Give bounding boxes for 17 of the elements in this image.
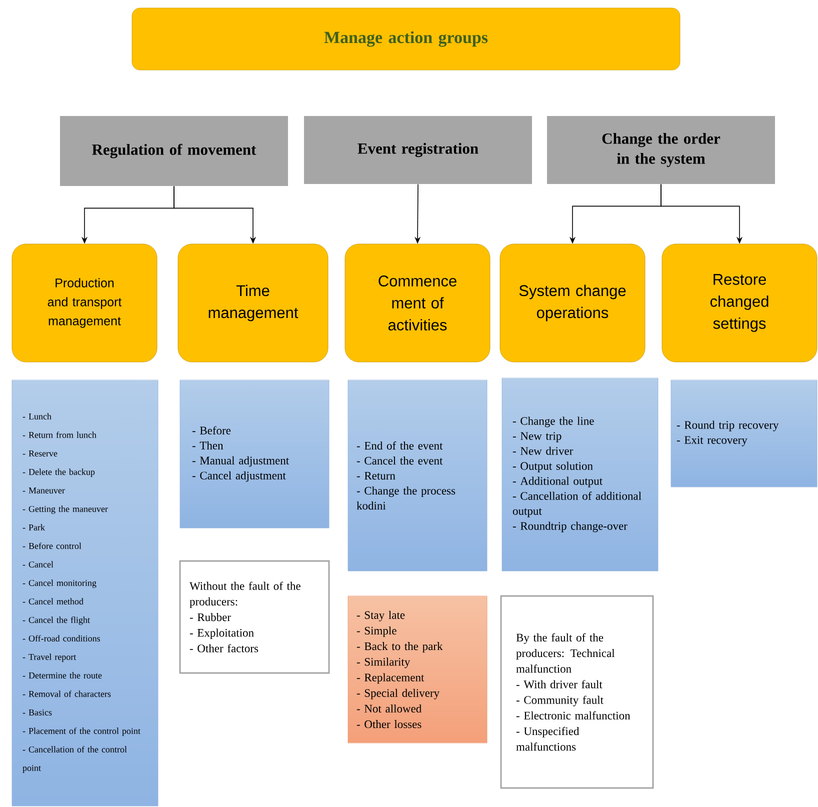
process-box: System change operations — [500, 244, 646, 362]
list-box: - Stay late - Simple - Back to the park - Similarity - Replacement - Special delivery - Not allowed - Other losses — [348, 596, 488, 744]
process-box: Time management — [178, 244, 328, 362]
list-box: - Change the line - New trip - New driver - Output solution - Additional output - Cancellation of additional output - Roundtrip change-over — [502, 378, 658, 572]
note-box: By the fault of the producers: Technical malfunction - With driver fault - Community fault - Electronic malfunction - Unspecified malfunctions — [500, 595, 654, 789]
list-box: - Round trip recovery - Exit recovery — [670, 380, 818, 488]
list-box: - Lunch - Return from lunch - Reserve - Delete the backup - Maneuver - Getting the maneuver - Park - Before control - Cancel - Cancel monitoring - Cancel method - Cancel the flight - Off-road conditions - Travel report - Determine the route - Removal of characters - Basics - Placement of the control point - Cancellation of the control point — [12, 380, 158, 806]
list-box: - Before - Then - Manual adjustment - Cancel adjustment — [180, 380, 330, 528]
list-box: - End of the event - Cancel the event - Return - Change the process kodini — [348, 380, 488, 572]
process-box: Restore changed settings — [662, 244, 818, 362]
category-box: Event registration — [304, 116, 532, 184]
process-box: Commence ment of activities — [344, 244, 490, 362]
category-box: Regulation of movement — [60, 116, 288, 186]
category-box: Change the order in the system — [547, 116, 775, 184]
process-box: Production and transport management — [12, 244, 158, 362]
title-box: Manage action groups — [132, 8, 680, 70]
note-box: Without the fault of the producers: - Rubber - Exploitation - Other factors — [179, 560, 330, 674]
